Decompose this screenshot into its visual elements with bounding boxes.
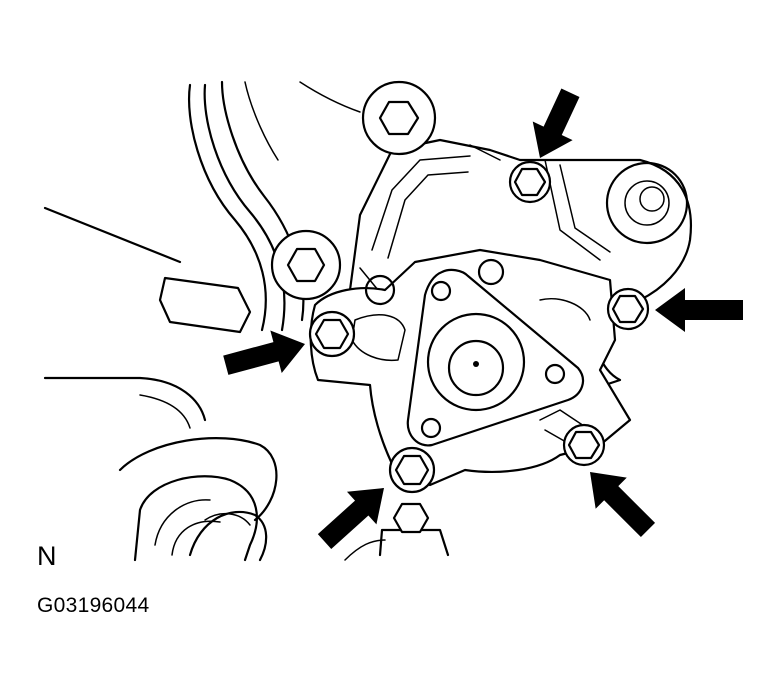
engine-block-outline [43,80,450,562]
callout-arrow-lower-right [590,472,656,538]
callout-arrow-right [655,288,743,332]
mounting-bolt-right [606,287,650,331]
bracket-hex-boss-left [270,229,342,301]
bracket-hex-boss-top [361,80,437,156]
callout-arrow-left [223,330,305,375]
callout-arrow-bottom [317,488,384,549]
mounting-bolt-lower-right [562,423,606,467]
mounting-bolt-left [308,310,356,358]
view-letter-label: N [37,541,57,571]
bracket-hex-boss-bottom [392,502,430,534]
figure-id-label: G03196044 [37,594,150,617]
mounting-bolt-bottom [388,446,436,494]
pump-pulley-flange [406,268,585,447]
mounting-bolt-top [508,160,552,204]
callout-arrow-top [532,88,580,158]
